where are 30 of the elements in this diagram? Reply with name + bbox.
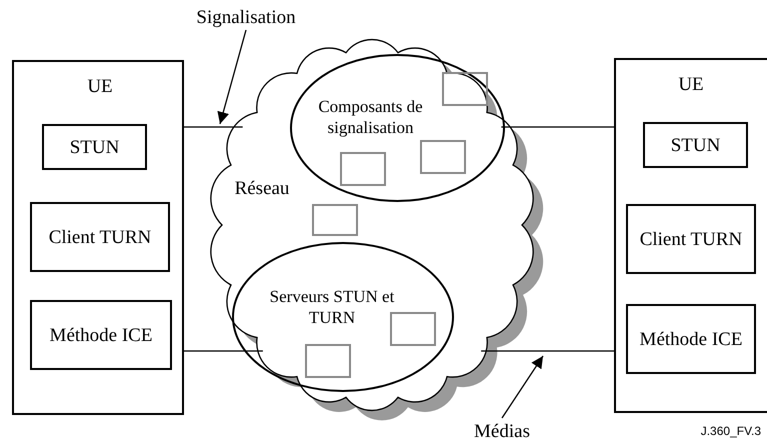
- leader-line: [501, 356, 544, 418]
- network-label: Réseau: [234, 178, 290, 200]
- function-box: Méthode ICE: [30, 300, 172, 370]
- component-ellipse: [290, 54, 505, 202]
- component-ellipse: [232, 242, 454, 392]
- component-box: [390, 312, 436, 346]
- device-box: [614, 58, 767, 413]
- connector-line: [481, 350, 614, 352]
- group-label: Serveurs STUN et TURN: [268, 286, 396, 328]
- connector-line: [184, 126, 243, 128]
- device-box: [12, 60, 184, 415]
- function-box: STUN: [42, 124, 147, 170]
- function-box: Client TURN: [30, 202, 170, 272]
- callout-text: Signalisation: [186, 4, 306, 30]
- component-box: [305, 344, 351, 378]
- function-box: Client TURN: [626, 204, 756, 274]
- box-title: UE: [677, 74, 705, 96]
- component-box: [312, 204, 358, 236]
- component-box: [340, 152, 386, 186]
- connector-line: [501, 126, 614, 128]
- group-label: Composants de signalisation: [317, 96, 424, 138]
- function-box: STUN: [643, 122, 748, 168]
- component-box: [420, 140, 466, 174]
- figure-id: J.360_FV.3: [700, 424, 761, 438]
- leader-line: [217, 30, 247, 124]
- function-box: Méthode ICE: [626, 304, 756, 374]
- box-title: UE: [86, 76, 114, 98]
- callout-text: Médias: [462, 418, 542, 443]
- component-box: [442, 72, 488, 106]
- connector-line: [184, 350, 263, 352]
